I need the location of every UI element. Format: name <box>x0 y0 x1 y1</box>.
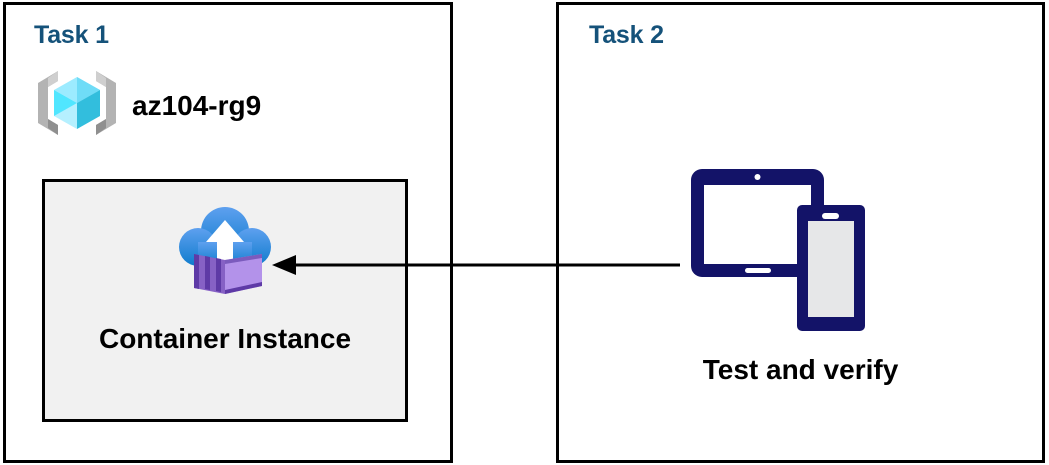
container-instance-label: Container Instance <box>98 323 352 354</box>
panel-title-task-2: Task 2 <box>589 21 664 49</box>
azure-resource-group-icon <box>36 67 118 144</box>
panel-title-task-1: Task 1 <box>34 21 109 49</box>
panel-task-2: Task 2 Test and verify <box>556 2 1045 463</box>
test-and-verify-label: Test and verify <box>702 354 899 385</box>
panel-task-1: Task 1 <box>3 2 453 463</box>
container-instance-card: Container Instance <box>42 179 408 422</box>
tablet-and-phone-icon <box>687 165 881 345</box>
resource-group-label: az104-rg9 <box>132 89 262 121</box>
resource-group-row: az104-rg9 <box>36 67 261 144</box>
azure-container-instance-icon <box>172 202 278 307</box>
